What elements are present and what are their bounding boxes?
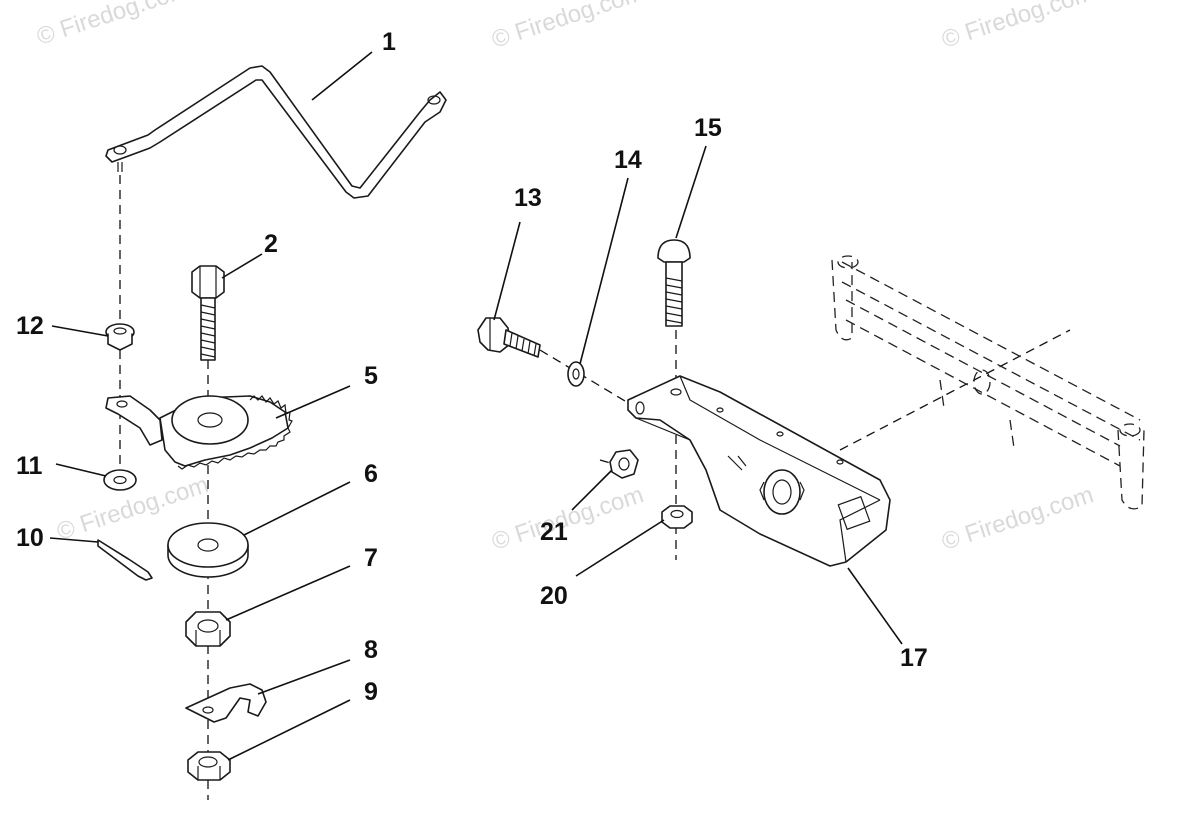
callout-12: 12 bbox=[16, 312, 44, 340]
part-14-washer bbox=[567, 361, 585, 387]
phantom-front-axle bbox=[831, 255, 1145, 510]
part-10-cotter-pin bbox=[97, 539, 153, 581]
callout-2: 2 bbox=[264, 230, 278, 258]
watermark-top-right: © Firedog.com bbox=[939, 0, 1097, 54]
part-6-spacer bbox=[167, 522, 249, 578]
callout-20: 20 bbox=[540, 582, 568, 610]
part-9-hex-nut bbox=[187, 751, 231, 781]
part-13-bolt bbox=[477, 317, 541, 358]
leader-lines bbox=[49, 51, 903, 761]
part-2-bolt bbox=[191, 265, 225, 361]
callout-13: 13 bbox=[514, 184, 542, 212]
part-8-clip bbox=[185, 683, 267, 723]
part-11-washer bbox=[103, 469, 137, 491]
assembly-centerlines bbox=[119, 175, 1071, 800]
part-5-sector-gear bbox=[105, 395, 293, 470]
callout-7: 7 bbox=[364, 544, 378, 572]
part-20-nut bbox=[661, 505, 693, 529]
watermark-top-left: © Firedog.com bbox=[34, 0, 192, 51]
callout-1: 1 bbox=[382, 28, 396, 56]
part-21-nut bbox=[609, 449, 639, 479]
callout-17: 17 bbox=[900, 644, 928, 672]
callout-9: 9 bbox=[364, 678, 378, 706]
part-7-hex-nut bbox=[185, 611, 231, 647]
callout-14: 14 bbox=[614, 146, 642, 174]
part-12-flange-nut bbox=[105, 323, 135, 351]
callout-5: 5 bbox=[364, 362, 378, 390]
callout-labels: 1 2 5 6 7 8 9 10 11 12 13 14 15 17 20 21 bbox=[16, 28, 928, 706]
watermark-mid-right: © Firedog.com bbox=[939, 481, 1097, 555]
callout-11: 11 bbox=[16, 452, 43, 480]
part-15-carriage-bolt bbox=[657, 239, 691, 327]
watermark-top-center: © Firedog.com bbox=[489, 0, 647, 54]
callout-6: 6 bbox=[364, 460, 378, 488]
callout-15: 15 bbox=[694, 114, 722, 142]
callout-10: 10 bbox=[16, 524, 44, 552]
part-1-drag-link bbox=[105, 65, 447, 199]
callout-8: 8 bbox=[364, 636, 378, 664]
part-17-bracket bbox=[627, 375, 891, 567]
callout-21: 21 bbox=[540, 518, 568, 546]
